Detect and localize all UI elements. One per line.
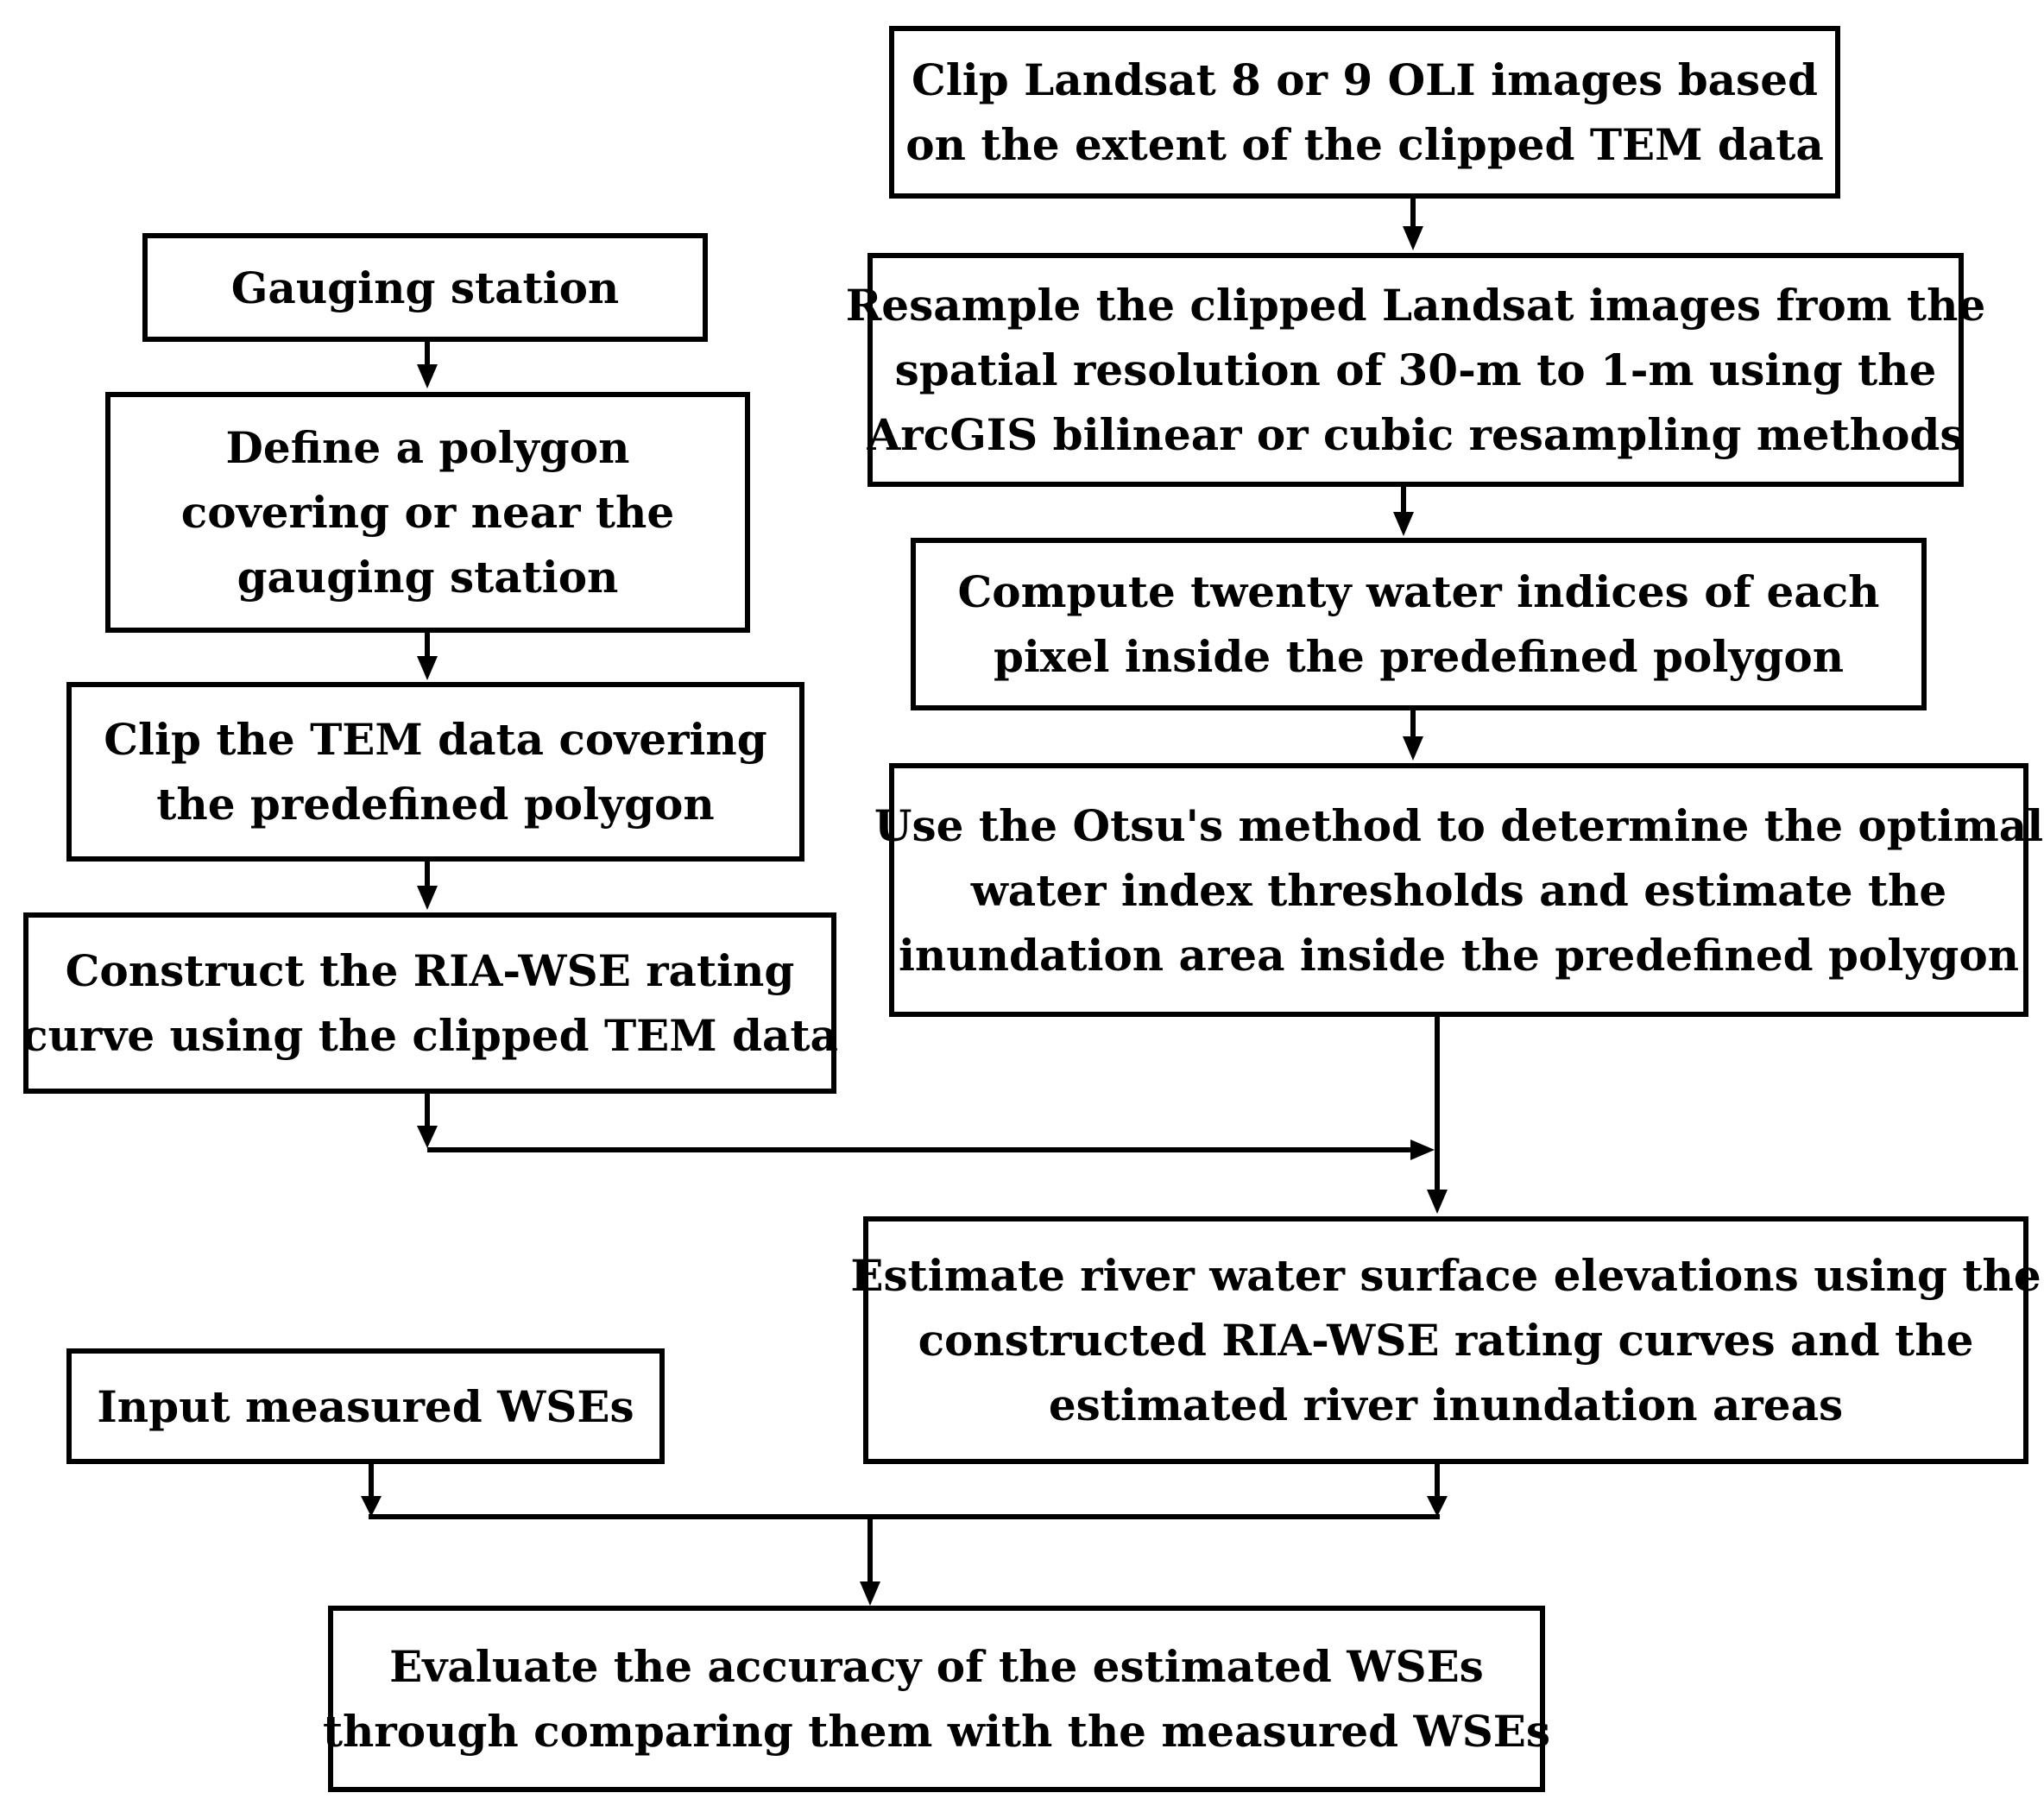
box-otsu: Use the Otsu's method to determine the o… [874,763,2043,1017]
box-gauging-station: Gauging station [142,233,708,342]
box-define-polygon: Define a polygon covering or near the ga… [105,392,750,633]
arrowhead-icon [417,364,438,388]
box-resample: Resample the clipped Landsat images from… [846,253,1985,487]
box-text-line: water index thresholds and estimate the [970,864,1947,916]
box-text-line: Clip the TEM data covering [104,714,767,765]
box-input-measured: Input measured WSEs [66,1348,665,1464]
arrowhead-icon [1427,1190,1448,1214]
box-compute-indices: Compute twenty water indices of each pix… [911,538,1927,710]
box-text-line: estimated river inundation areas [1048,1379,1844,1430]
box-text-line: Resample the clipped Landsat images from… [845,280,1986,331]
arrowhead-icon [860,1581,880,1606]
arrowhead-icon [1410,1139,1435,1160]
arrowhead-icon [361,1496,382,1517]
arrowhead-icon [417,886,438,910]
box-text-line: Estimate river water surface elevations … [850,1250,2041,1301]
box-text-line: Gauging station [230,262,620,313]
arrowhead-icon [1403,226,1423,250]
box-text-line: inundation area inside the predefined po… [898,929,2020,981]
box-text-line: the predefined polygon [156,779,715,830]
box-text-line: Input measured WSEs [97,1380,634,1432]
box-text-line: curve using the clipped TEM data [22,1010,838,1061]
box-clip-tem: Clip the TEM data covering the predefine… [66,682,804,862]
arrowhead-icon [417,1126,438,1148]
box-text-line: spatial resolution of 30-m to 1-m using … [894,344,1937,395]
box-text-line: ArcGIS bilinear or cubic resampling meth… [867,409,1965,460]
box-text-line: Construct the RIA-WSE rating [65,945,795,996]
box-text-line: gauging station [237,552,619,603]
box-text-line: Define a polygon [225,422,630,473]
box-clip-landsat: Clip Landsat 8 or 9 OLI images based on … [889,26,1840,199]
box-text-line: Clip Landsat 8 or 9 OLI images based [912,54,1818,105]
box-text-line: constructed RIA-WSE rating curves and th… [918,1315,1974,1366]
box-text-line: Use the Otsu's method to determine the o… [874,799,2044,851]
box-text-line: Compute twenty water indices of each [957,566,1880,617]
box-text-line: through comparing them with the measured… [322,1706,1551,1757]
box-text-line: on the extent of the clipped TEM data [905,119,1824,170]
arrowhead-icon [1427,1496,1448,1517]
box-text-line: pixel inside the predefined polygon [993,631,1845,682]
box-evaluate: Evaluate the accuracy of the estimated W… [323,1606,1550,1792]
box-construct-curve: Construct the RIA-WSE rating curve using… [22,912,838,1094]
box-text-line: covering or near the [180,487,675,538]
box-text-line: Evaluate the accuracy of the estimated W… [389,1641,1484,1692]
box-estimate-wse: Estimate river water surface elevations … [850,1216,2041,1464]
arrowhead-icon [1393,512,1414,536]
arrowhead-icon [417,656,438,680]
arrowhead-icon [1403,736,1423,761]
